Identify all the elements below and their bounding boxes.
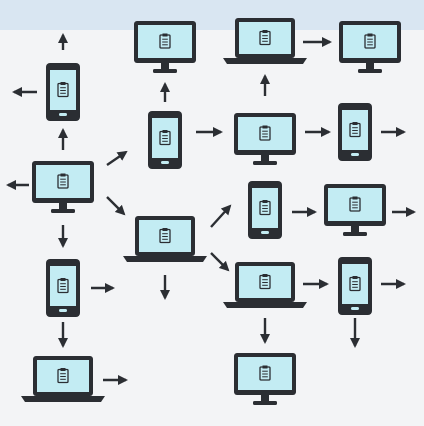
laptop-3-laptop-icon [223,262,307,308]
desktop-2-desktop-icon [32,161,94,213]
laptop-1-laptop-icon [223,18,307,64]
arrow-laptop-2-up-right [210,204,232,228]
phone-6-phone-icon [46,259,80,317]
desktop-3-desktop-icon [234,113,296,165]
desktop-4-desktop-icon [339,21,401,73]
desktop-1-desktop-icon [134,21,196,73]
phone-1-phone-icon [46,63,80,121]
phone-3-phone-icon [338,103,372,161]
desktop-6-desktop-icon [234,353,296,405]
devices-layer [21,18,401,405]
arrow-laptop-2-down-right [210,252,230,272]
phone-2-phone-icon [148,111,182,169]
arrow-desktop-2-up-right [106,150,128,166]
phone-4-phone-icon [248,181,282,239]
laptop-4-laptop-icon [21,356,105,402]
arrows-layer [5,32,417,386]
arrow-desktop-2-down-right [106,196,126,216]
desktop-5-desktop-icon [324,184,386,236]
laptop-2-laptop-icon [123,216,207,262]
phone-7-phone-icon [338,257,372,315]
